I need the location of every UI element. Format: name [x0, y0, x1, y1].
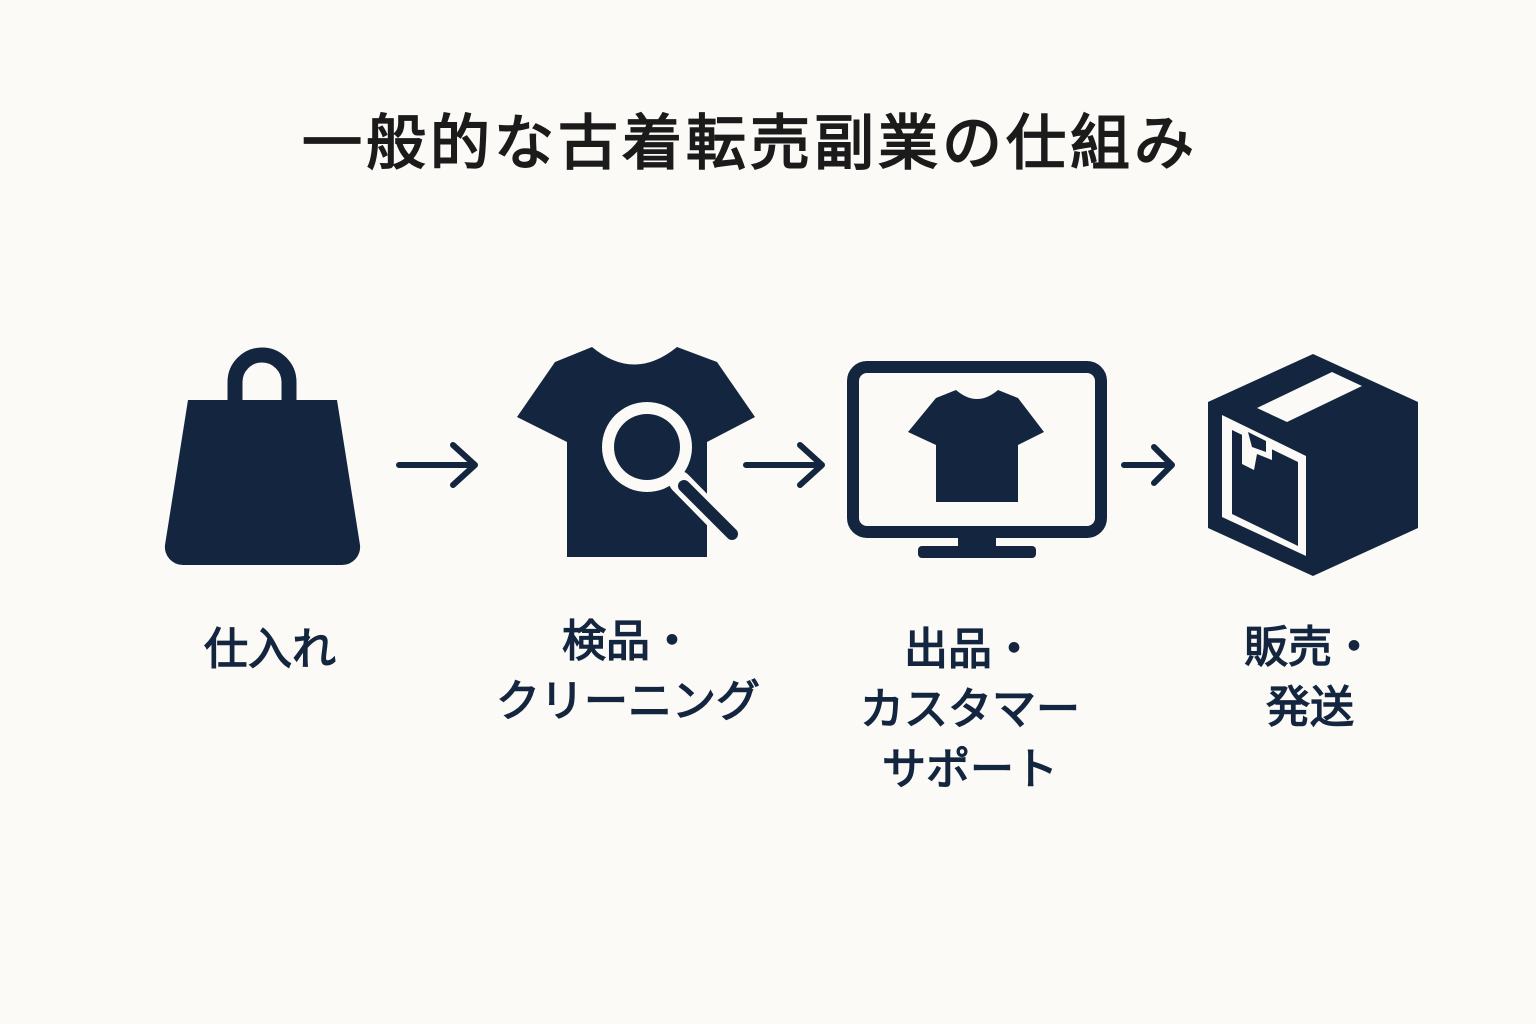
arrow-right-icon — [743, 442, 825, 488]
label-line: 検品・ — [562, 616, 694, 667]
step-label-shipping: 販売・ 発送 — [1130, 618, 1490, 738]
label-line: カスタマー — [860, 684, 1080, 735]
monitor-tshirt-icon — [847, 361, 1107, 558]
label-line: クリーニング — [496, 676, 760, 727]
shopping-bag-icon — [164, 347, 361, 566]
arrow-right-icon — [1121, 444, 1175, 486]
page-title: 一般的な古着転売副業の仕組み — [302, 109, 1198, 179]
step-label-purchase: 仕入れ — [90, 620, 450, 680]
label-line: 出品・ — [904, 624, 1036, 675]
label-line: 発送 — [1266, 682, 1354, 733]
arrow-right-icon — [396, 442, 478, 488]
label-line: サポート — [882, 744, 1058, 795]
step-label-listing: 出品・ カスタマー サポート — [790, 620, 1150, 800]
tshirt-magnifier-icon — [517, 347, 755, 557]
package-box-icon — [1208, 354, 1418, 576]
label-line: 販売・ — [1244, 622, 1376, 673]
label-line: 仕入れ — [204, 624, 336, 675]
step-label-inspection: 検品・ クリーニング — [448, 612, 808, 732]
